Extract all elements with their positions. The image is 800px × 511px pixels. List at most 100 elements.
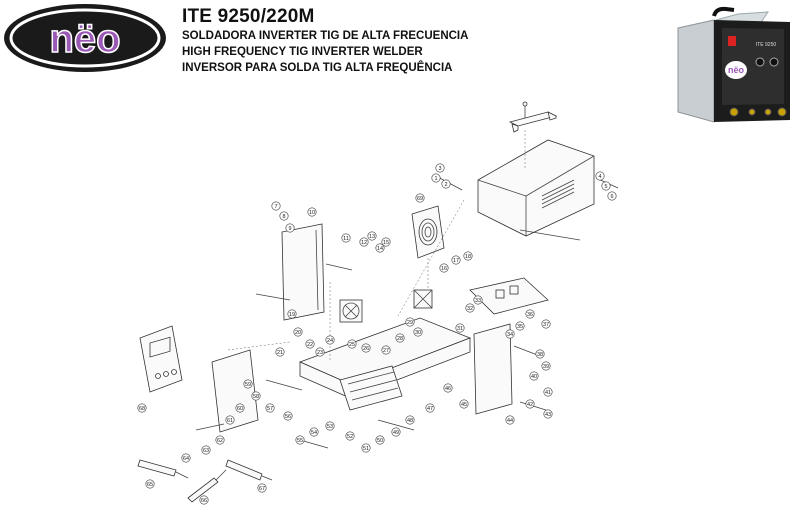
callout-label: 39 <box>543 364 549 370</box>
callout-label: 58 <box>253 394 259 400</box>
callout-circle <box>145 479 155 489</box>
callout-circle <box>541 361 551 371</box>
callout-label: 54 <box>311 430 317 436</box>
callout-label: 2 <box>444 182 447 188</box>
callout-label: 59 <box>245 382 251 388</box>
callout-circle <box>441 179 451 189</box>
power-switch-icon <box>728 36 736 46</box>
callout-label: 40 <box>531 374 537 380</box>
callout-circle <box>305 339 315 349</box>
callout-label: 62 <box>217 438 223 444</box>
callout-circle <box>309 427 319 437</box>
front-panel-part <box>139 325 183 393</box>
callout-circle <box>375 243 385 253</box>
callout-label: 38 <box>537 352 543 358</box>
callout-circle <box>215 435 225 445</box>
tig-torch-part <box>187 469 227 503</box>
product-photo: nëo ITE 9250 <box>677 6 790 123</box>
callout-label: 7 <box>274 204 277 210</box>
callout-label: 43 <box>545 412 551 418</box>
callout-label: 34 <box>507 332 513 338</box>
callout-label: 44 <box>507 418 513 424</box>
callout-label: 50 <box>377 438 383 444</box>
callout-label: 63 <box>203 448 209 454</box>
callout-label: 5 <box>604 184 607 190</box>
callout-label: 53 <box>327 424 333 430</box>
knob-icon <box>755 57 765 67</box>
callout-circle <box>315 347 325 357</box>
callout-circle <box>341 233 351 243</box>
callout-label: 19 <box>289 312 295 318</box>
callout-label: 41 <box>545 390 551 396</box>
callout-label: 32 <box>467 306 473 312</box>
callout-circle <box>251 391 261 401</box>
callout-label: 52 <box>347 434 353 440</box>
callout-circle <box>325 335 335 345</box>
callout-circle <box>435 163 445 173</box>
callout-circle <box>535 349 545 359</box>
ground-clamp-part <box>225 459 273 481</box>
callout-label: 31 <box>457 326 463 332</box>
vent-slots <box>541 179 575 209</box>
callout-circle <box>459 399 469 409</box>
callout-label: 47 <box>427 406 433 412</box>
neo-logo: nëo <box>4 4 166 72</box>
callout-label: 48 <box>407 418 413 424</box>
callout-label: 13 <box>369 234 375 240</box>
callout-label: 61 <box>227 418 233 424</box>
callout-circle <box>525 399 535 409</box>
callout-label: 15 <box>383 240 389 246</box>
heatsink-part <box>339 365 403 411</box>
callout-circle <box>279 211 289 221</box>
callout-circle <box>443 383 453 393</box>
callout-label: 3 <box>438 166 441 172</box>
callout-circle <box>607 191 617 201</box>
callout-label: 30 <box>415 330 421 336</box>
callout-label: 42 <box>527 402 533 408</box>
callout-label: 51 <box>363 446 369 452</box>
connector-icon <box>729 107 739 117</box>
callout-label: 9 <box>288 226 291 232</box>
callout-circle <box>455 323 465 333</box>
panel-logo: nëo <box>728 65 745 75</box>
callout-label: 12 <box>361 240 367 246</box>
callout-circle <box>201 445 211 455</box>
callout-label: 64 <box>183 456 189 462</box>
callout-label: 10 <box>309 210 315 216</box>
callout-label: 56 <box>285 414 291 420</box>
callout-circle <box>439 263 449 273</box>
callout-circle <box>285 223 295 233</box>
callout-label: 46 <box>445 386 451 392</box>
assembly-guide-lines <box>227 130 526 360</box>
left-side-panel-part <box>281 223 325 321</box>
front-frame-part <box>211 349 259 433</box>
panel-model: ITE 9250 <box>756 42 777 48</box>
callout-circle <box>405 415 415 425</box>
right-side-panel-part <box>473 323 513 415</box>
callout-circle <box>413 327 423 337</box>
callout-label: 17 <box>453 258 459 264</box>
callout-label: 6 <box>610 194 613 200</box>
callout-circle <box>283 411 293 421</box>
handle-part <box>508 101 558 133</box>
callout-circle <box>307 207 317 217</box>
callout-label: 35 <box>517 324 523 330</box>
fan-guard-part <box>413 289 433 309</box>
callout-label: 66 <box>201 498 207 504</box>
callout-circle <box>287 309 297 319</box>
callout-circle <box>451 255 461 265</box>
callout-circle <box>181 453 191 463</box>
callout-circle <box>529 371 539 381</box>
callout-label: 33 <box>475 298 481 304</box>
callout-circle <box>325 421 335 431</box>
callout-label: 67 <box>259 486 265 492</box>
callout-label: 4 <box>598 174 601 180</box>
callout-circle <box>271 201 281 211</box>
callout-circle <box>515 321 525 331</box>
callout-circle <box>431 173 441 183</box>
callout-circle <box>391 427 401 437</box>
main-pcb-part <box>469 277 549 315</box>
callout-label: 20 <box>295 330 301 336</box>
electrode-holder-part <box>137 459 189 479</box>
